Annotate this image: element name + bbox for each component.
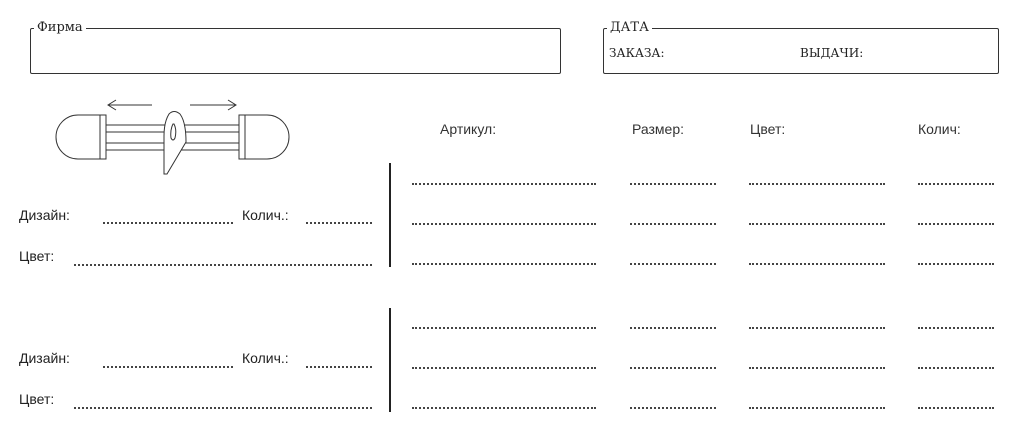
- article-cell[interactable]: [412, 367, 596, 369]
- qty-cell[interactable]: [918, 223, 994, 225]
- qty-label: Колич.:: [242, 207, 289, 223]
- size-cell[interactable]: [630, 183, 716, 185]
- color-field[interactable]: [74, 264, 372, 266]
- color-cell[interactable]: [749, 263, 885, 265]
- divider-block-1: [389, 163, 391, 267]
- size-cell[interactable]: [630, 223, 716, 225]
- qty-cell[interactable]: [918, 407, 994, 409]
- color-cell[interactable]: [749, 223, 885, 225]
- qty-cell[interactable]: [918, 327, 994, 329]
- column-article: Артикул:: [440, 121, 497, 137]
- design-field[interactable]: [103, 366, 233, 368]
- date-field[interactable]: ДАТА ЗАКАЗА: ВЫДАЧИ:: [603, 19, 999, 74]
- design-label: Дизайн:: [19, 350, 70, 366]
- article-cell[interactable]: [412, 263, 596, 265]
- order-date-label: ЗАКАЗА:: [609, 46, 665, 60]
- design-field[interactable]: [103, 222, 233, 224]
- qty-field[interactable]: [306, 222, 372, 224]
- column-qty: Колич:: [918, 121, 961, 137]
- color-cell[interactable]: [749, 327, 885, 329]
- color-cell[interactable]: [749, 183, 885, 185]
- divider-block-2: [389, 308, 391, 412]
- article-cell[interactable]: [412, 183, 596, 185]
- size-cell[interactable]: [630, 407, 716, 409]
- qty-cell[interactable]: [918, 367, 994, 369]
- firm-legend: Фирма: [34, 19, 86, 37]
- color-label: Цвет:: [19, 248, 55, 264]
- column-size: Размер:: [632, 121, 685, 137]
- design-label: Дизайн:: [19, 207, 70, 223]
- article-cell[interactable]: [412, 407, 596, 409]
- color-field[interactable]: [74, 407, 372, 409]
- size-cell[interactable]: [630, 263, 716, 265]
- color-cell[interactable]: [749, 367, 885, 369]
- qty-label: Колич.:: [242, 350, 289, 366]
- column-color: Цвет:: [750, 121, 786, 137]
- qty-cell[interactable]: [918, 183, 994, 185]
- color-cell[interactable]: [749, 407, 885, 409]
- article-cell[interactable]: [412, 223, 596, 225]
- issue-date-label: ВЫДАЧИ:: [800, 46, 864, 60]
- qty-cell[interactable]: [918, 263, 994, 265]
- size-cell[interactable]: [630, 367, 716, 369]
- zipper-diagram-icon: [55, 99, 290, 175]
- size-cell[interactable]: [630, 327, 716, 329]
- firm-field[interactable]: Фирма: [30, 19, 561, 74]
- article-cell[interactable]: [412, 327, 596, 329]
- date-legend: ДАТА: [607, 19, 652, 37]
- color-label: Цвет:: [19, 391, 55, 407]
- qty-field[interactable]: [306, 366, 372, 368]
